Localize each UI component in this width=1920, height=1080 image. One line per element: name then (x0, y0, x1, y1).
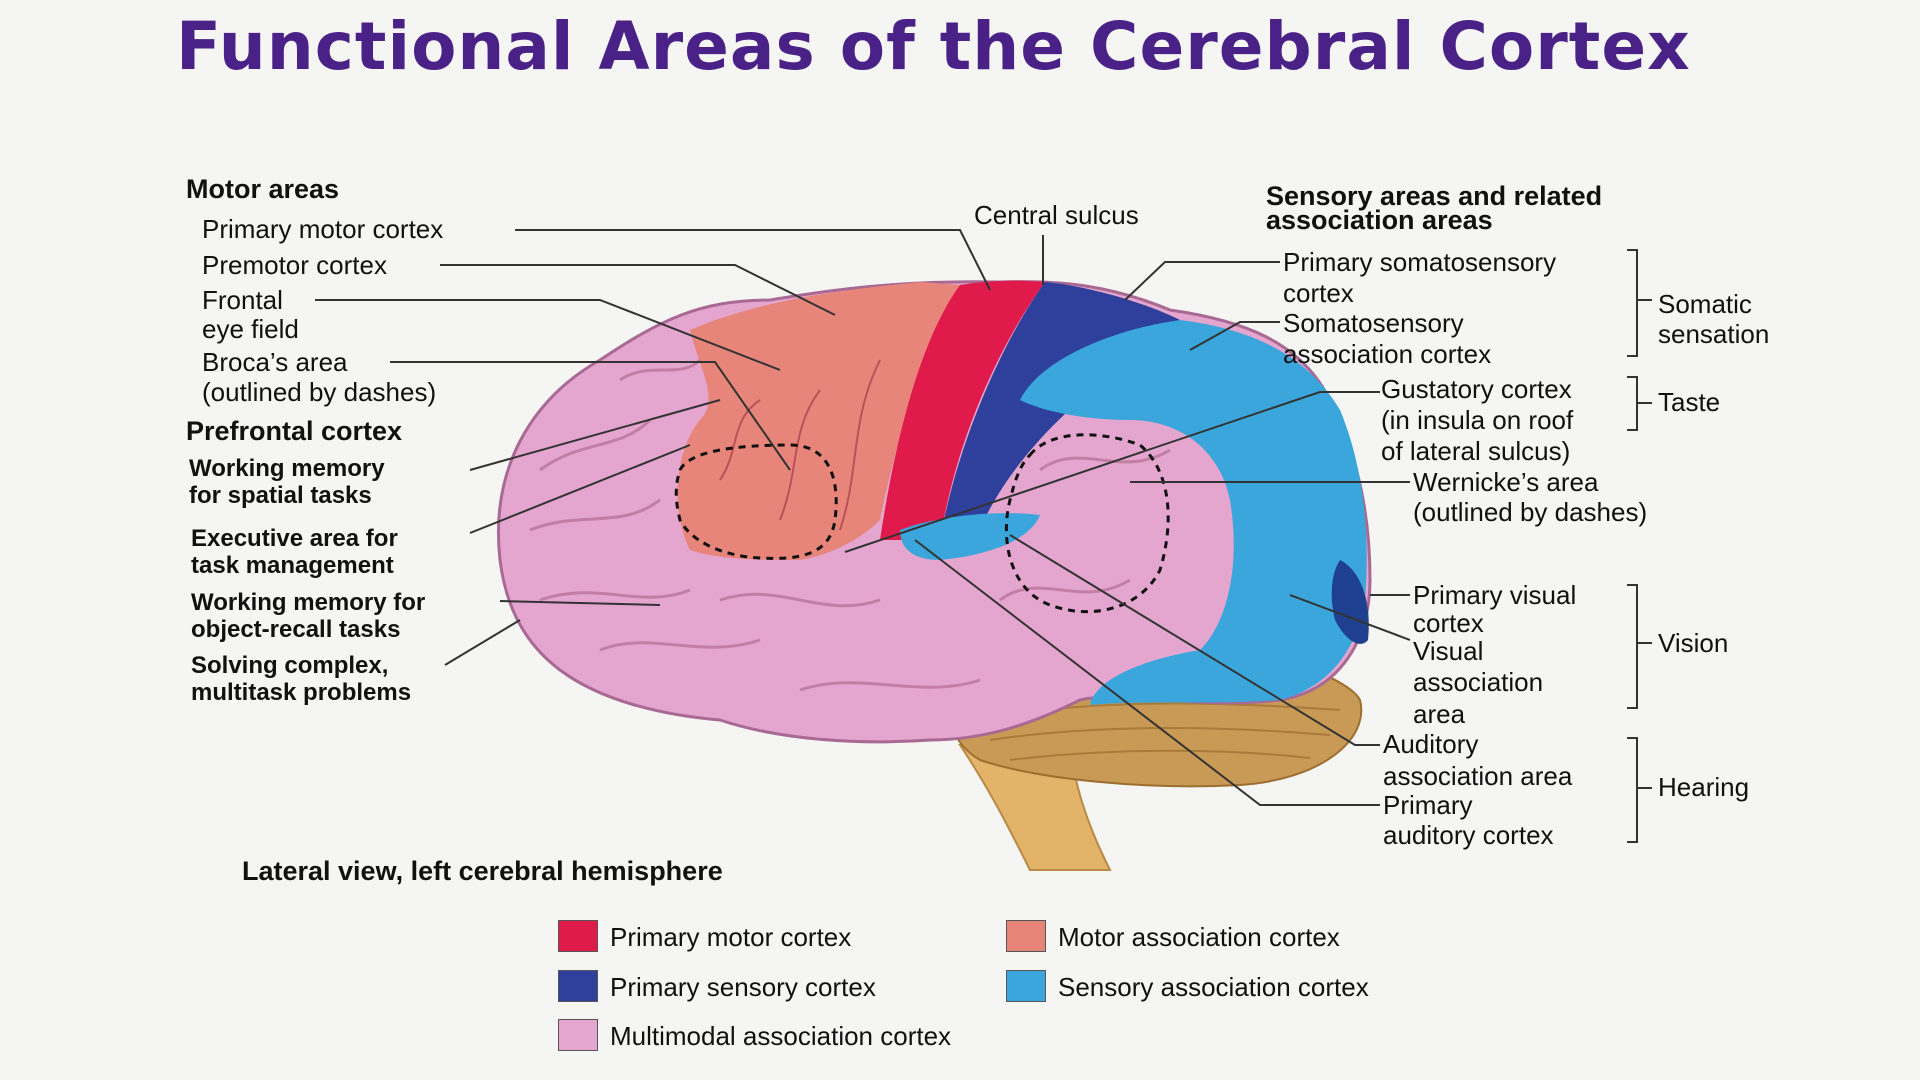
label-vision: Vision (1658, 628, 1729, 658)
leader-lines (315, 229, 1411, 806)
label-premotor-cortex: Premotor cortex (202, 250, 387, 280)
label-gustatory-2: (in insula on roof (1381, 405, 1574, 435)
label-visual-assoc-2: association (1413, 667, 1544, 697)
label-auditory-assoc-1: Auditory (1383, 729, 1479, 759)
label-solving-1: Solving complex, (191, 652, 389, 679)
legend-swatch-sensory-association (1006, 970, 1046, 1002)
brocas-area-outline (674, 443, 838, 560)
label-executive-2: task management (191, 552, 394, 579)
label-somatosensory-assoc-1: Somatosensory (1283, 308, 1464, 338)
label-wernicke-2: (outlined by dashes) (1413, 497, 1648, 527)
motor-association-region (677, 282, 960, 560)
label-primary-motor-cortex: Primary motor cortex (202, 214, 444, 244)
label-brocas-area-1: Broca’s area (202, 347, 348, 377)
caption: Lateral view, left cerebral hemisphere (242, 856, 723, 886)
label-hearing: Hearing (1658, 772, 1750, 802)
label-frontal-eye-field-1: Frontal (202, 285, 283, 315)
label-wernicke-1: Wernicke’s area (1413, 467, 1599, 497)
label-gustatory-3: of lateral sulcus) (1381, 436, 1571, 466)
label-brocas-area-2: (outlined by dashes) (202, 377, 437, 407)
motor-areas-heading: Motor areas (186, 174, 340, 204)
primary-motor-region (880, 280, 1045, 540)
motor-texture (719, 359, 881, 531)
label-wm-spatial-2: for spatial tasks (189, 482, 372, 509)
sensory-association-region (1020, 320, 1367, 705)
wernickes-area-outline (1004, 433, 1170, 613)
label-somatosensory-assoc-2: association cortex (1283, 339, 1492, 369)
label-primary-auditory-2: auditory cortex (1383, 820, 1554, 850)
label-solving-2: multitask problems (191, 679, 412, 706)
legend-swatch-primary-motor (558, 920, 598, 952)
label-primary-somatosensory-1: Primary somatosensory (1283, 247, 1557, 277)
label-visual-assoc-1: Visual (1413, 636, 1484, 666)
label-frontal-eye-field-2: eye field (202, 314, 299, 344)
legend-label-primary-sensory: Primary sensory cortex (610, 972, 876, 1002)
label-primary-visual-2: cortex (1413, 608, 1484, 638)
primary-visual-region (1331, 560, 1369, 644)
label-executive-1: Executive area for (191, 525, 398, 552)
label-taste: Taste (1658, 387, 1721, 417)
legend-swatch-motor-association (1006, 920, 1046, 952)
label-gustatory-1: Gustatory cortex (1381, 374, 1572, 404)
legend-label-motor-association: Motor association cortex (1058, 922, 1340, 952)
label-somatic-1: Somatic (1658, 289, 1752, 319)
legend-label-multimodal: Multimodal association cortex (610, 1021, 952, 1051)
label-primary-somatosensory-2: cortex (1283, 278, 1354, 308)
label-wm-object-1: Working memory for (191, 589, 426, 616)
legend-swatch-multimodal (558, 1019, 598, 1051)
label-auditory-assoc-2: association area (1383, 761, 1573, 791)
label-wm-object-2: object-recall tasks (191, 616, 401, 643)
label-primary-auditory-1: Primary (1383, 790, 1473, 820)
prefrontal-heading: Prefrontal cortex (186, 416, 403, 446)
sensory-heading-2: association areas (1266, 205, 1493, 235)
legend-swatch-primary-sensory (558, 970, 598, 1002)
legend-label-primary-motor: Primary motor cortex (610, 922, 852, 952)
label-primary-visual-1: Primary visual (1413, 580, 1577, 610)
brackets (1627, 249, 1652, 843)
page-title: Functional Areas of the Cerebral Cortex (176, 8, 1691, 85)
label-visual-assoc-3: area (1413, 699, 1466, 729)
legend-label-sensory-association: Sensory association cortex (1058, 972, 1369, 1002)
label-wm-spatial-1: Working memory (189, 455, 385, 482)
sensory-heading-1: Sensory areas and related (1266, 181, 1603, 211)
label-somatic-2: sensation (1658, 319, 1770, 349)
label-central-sulcus: Central sulcus (974, 200, 1139, 230)
